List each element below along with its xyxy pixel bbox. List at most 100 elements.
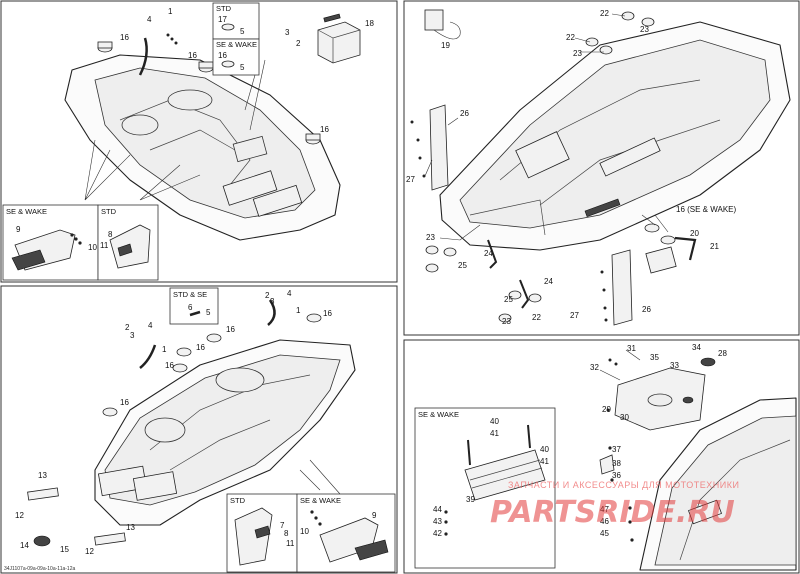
callout-36: 36 xyxy=(612,471,621,480)
drain-plug-top xyxy=(585,11,655,55)
callout-13-b: 13 xyxy=(126,523,135,532)
callout-39: 39 xyxy=(466,495,475,504)
callout-6: 6 xyxy=(188,303,193,312)
rear-platform xyxy=(222,170,278,206)
callout-38: 38 xyxy=(612,459,621,468)
callout-14: 14 xyxy=(20,541,29,550)
callout-40-b: 40 xyxy=(540,445,549,454)
callout-4-bl-a: 4 xyxy=(287,289,292,298)
callout-2-bl-a: 2 xyxy=(265,291,270,300)
callout-11: 11 xyxy=(100,241,109,250)
cap-14 xyxy=(33,535,51,547)
callout-13-a: 13 xyxy=(38,471,47,480)
box-label-std-top: STD xyxy=(216,4,232,13)
deck-bottom-right xyxy=(654,415,797,566)
screws-27-b xyxy=(600,270,608,322)
callout-23-a: 23 xyxy=(640,25,649,34)
bottom-right-drawing: SE & WAKE 31 35 33 34 28 32 29 30 37 38 … xyxy=(414,343,797,571)
box-label-std-bottom: STD xyxy=(230,496,246,505)
top-right-drawing: 22 23 22 23 19 26 27 23 25 24 16 (SE & W… xyxy=(406,9,791,326)
top-left-drawing: STD 17 5 SE & WAKE 16 5 SE & WAKE STD 1 … xyxy=(2,2,374,281)
lanyard-19 xyxy=(424,9,461,40)
callout-16-c: 16 xyxy=(320,125,329,134)
callout-16-b: 16 xyxy=(188,51,197,60)
bracket-12-b xyxy=(94,532,126,546)
callout-40-a: 40 xyxy=(490,417,499,426)
callout-5-se: 5 xyxy=(240,63,245,72)
callout-37: 37 xyxy=(612,445,621,454)
callout-7: 7 xyxy=(280,521,285,530)
callout-3-bl-b: 3 xyxy=(130,331,135,340)
callout-10: 10 xyxy=(88,243,97,252)
callout-18: 18 xyxy=(365,19,374,28)
cup-holder-se-wake xyxy=(644,223,676,245)
callout-15: 15 xyxy=(60,545,69,554)
deck-top-right xyxy=(459,39,771,229)
callout-3: 3 xyxy=(285,28,290,37)
callout-23-b: 23 xyxy=(573,49,582,58)
callout-1-bl-a: 1 xyxy=(296,306,301,315)
callout-41-a: 41 xyxy=(490,429,499,438)
callout-8-bl: 8 xyxy=(284,529,289,538)
callout-17: 17 xyxy=(218,15,227,24)
cup-holder-16-a xyxy=(97,41,113,53)
callout-31: 31 xyxy=(627,344,636,353)
callout-35: 35 xyxy=(650,353,659,362)
callout-30: 30 xyxy=(620,413,629,422)
callout-23-c: 23 xyxy=(426,233,435,242)
callout-46: 46 xyxy=(600,517,609,526)
callout-34: 34 xyxy=(692,343,701,352)
box-label-se-wake-bottom: SE & WAKE xyxy=(300,496,341,505)
box-label-se-wake-ladder: SE & WAKE xyxy=(418,410,459,419)
callout-11-bl: 11 xyxy=(286,539,295,548)
hinge-37 xyxy=(599,454,615,475)
hose-21 xyxy=(674,236,697,261)
bottom-left-drawing: STD & SE STD SE & WAKE 1 2 xyxy=(15,287,396,573)
callout-41-b: 41 xyxy=(540,457,549,466)
callout-25-a: 25 xyxy=(458,261,467,270)
callout-5-bl: 5 xyxy=(206,308,211,317)
box-se-wake-top xyxy=(212,38,260,76)
callout-43: 43 xyxy=(433,517,442,526)
drain-plug-bottom xyxy=(425,245,542,323)
callout-32: 32 xyxy=(590,363,599,372)
callout-12-a: 12 xyxy=(15,511,24,520)
callout-4-bl-b: 4 xyxy=(148,321,153,330)
callout-8: 8 xyxy=(108,230,113,239)
callout-1-bl-b: 1 xyxy=(162,345,167,354)
callout-12-b: 12 xyxy=(85,547,94,556)
storage-lid xyxy=(599,137,661,177)
callout-4: 4 xyxy=(147,15,152,24)
callout-5-std: 5 xyxy=(240,27,245,36)
box-std-se xyxy=(169,287,219,325)
side-panel-26-a xyxy=(429,104,449,191)
callout-16-bl-e: 16 xyxy=(120,398,129,407)
callout-26-b: 26 xyxy=(642,305,651,314)
callout-27-a: 27 xyxy=(406,175,415,184)
callout-23-d: 23 xyxy=(502,317,511,326)
callout-16-bl-c: 16 xyxy=(196,343,205,352)
latch-28 xyxy=(700,357,716,367)
cup-holder-16-b xyxy=(198,61,214,73)
cup-holder-16-bl xyxy=(102,313,322,417)
screws-27-a xyxy=(410,120,426,178)
callout-9: 9 xyxy=(16,225,21,234)
side-panel-26-b xyxy=(611,249,633,326)
callout-1: 1 xyxy=(168,7,173,16)
callout-24-b: 24 xyxy=(544,277,553,286)
callout-44: 44 xyxy=(433,505,442,514)
callout-16-se-wake: 16 (SE & WAKE) xyxy=(676,205,737,214)
callout-16-bl-b: 16 xyxy=(226,325,235,334)
box-label-std-se: STD & SE xyxy=(173,290,207,299)
handle-rail-top-left xyxy=(138,37,148,76)
deck-bottom-left xyxy=(104,354,341,506)
callout-16-bl-d: 16 xyxy=(165,361,174,370)
callout-16-bl-a: 16 xyxy=(323,309,332,318)
cup-holder-16-c xyxy=(305,133,321,145)
callout-42: 42 xyxy=(433,529,442,538)
drawing-code: 34J1107a-09a-09a-10a-11a-12a xyxy=(4,566,75,572)
callout-45: 45 xyxy=(600,529,609,538)
callout-22-a: 22 xyxy=(600,9,609,18)
callout-2-bl-b: 2 xyxy=(125,323,130,332)
callout-19: 19 xyxy=(441,41,450,50)
